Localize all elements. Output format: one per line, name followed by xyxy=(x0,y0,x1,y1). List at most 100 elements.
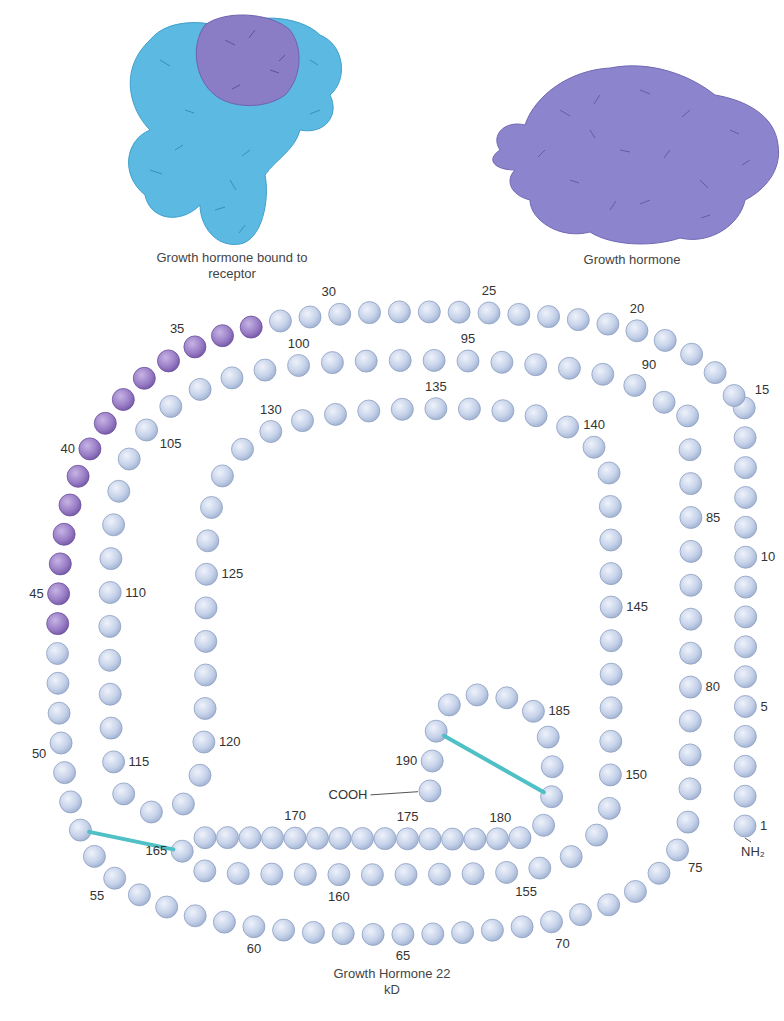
amino-acid-bead xyxy=(598,894,620,916)
amino-acid-bead xyxy=(680,540,702,562)
residue-number: 110 xyxy=(125,586,146,600)
residue-number: 190 xyxy=(396,754,418,768)
amino-acid-bead xyxy=(99,649,121,671)
surface-texture xyxy=(538,90,750,218)
amino-acid-bead xyxy=(734,696,756,718)
residue-number: 1 xyxy=(760,819,767,833)
amino-acid-bead xyxy=(54,762,76,784)
amino-acid-bead xyxy=(522,700,544,722)
residue-number: 35 xyxy=(170,322,184,336)
amino-acid-bead xyxy=(558,357,580,379)
amino-acid-bead xyxy=(292,410,314,432)
amino-acid-bead xyxy=(232,438,254,460)
amino-acid-bead xyxy=(492,400,514,422)
amino-acid-bead xyxy=(600,563,622,585)
amino-acid-bead xyxy=(481,919,503,941)
amino-acid-bead xyxy=(419,828,441,850)
amino-acid-bead xyxy=(67,465,89,487)
amino-acid-bead xyxy=(374,828,396,850)
amino-acid-bead xyxy=(537,726,559,748)
amino-acid-bead xyxy=(422,923,444,945)
amino-acid-bead xyxy=(302,921,324,943)
residue-number: 150 xyxy=(625,768,647,782)
amino-acid-bead xyxy=(47,643,69,665)
amino-acid-bead xyxy=(680,676,702,698)
leader-line xyxy=(745,838,751,842)
residue-number: 165 xyxy=(146,844,168,858)
residue-number: 90 xyxy=(642,358,656,372)
amino-acid-bead xyxy=(541,911,563,933)
amino-acid-bead xyxy=(158,350,180,372)
amino-acid-bead xyxy=(624,374,646,396)
amino-acid-bead xyxy=(193,731,215,753)
amino-acid-bead xyxy=(648,862,670,884)
amino-acid-bead xyxy=(184,905,206,927)
amino-acid-bead xyxy=(734,725,756,747)
amino-acid-bead xyxy=(156,896,178,918)
amino-acid-bead xyxy=(171,840,193,862)
protein-surface xyxy=(196,15,299,106)
amino-acid-bead xyxy=(723,385,745,407)
residue-number: 125 xyxy=(222,567,244,581)
amino-acid-bead xyxy=(388,301,410,323)
amino-acid-bead xyxy=(533,814,555,836)
receptor-complex xyxy=(129,15,342,244)
disulfide-bond xyxy=(444,736,544,793)
amino-acid-bead xyxy=(680,574,702,596)
amino-acid-bead xyxy=(704,362,726,384)
amino-acid-bead xyxy=(525,354,547,376)
amino-acid-bead xyxy=(288,355,310,377)
amino-acid-bead xyxy=(389,350,411,372)
residue-number: 85 xyxy=(706,511,720,525)
amino-acid-bead xyxy=(201,497,223,519)
amino-acid-bead xyxy=(325,403,347,425)
amino-acid-bead xyxy=(103,751,125,773)
amino-acid-bead xyxy=(508,303,530,325)
amino-acid-bead xyxy=(734,785,756,807)
amino-acid-bead xyxy=(600,663,622,685)
amino-acid-bead xyxy=(600,630,622,652)
amino-acid-bead xyxy=(677,811,699,833)
residue-number: 95 xyxy=(461,332,475,346)
amino-acid-bead xyxy=(189,378,211,400)
amino-acid-bead xyxy=(667,839,689,861)
amino-acid-bead xyxy=(294,863,316,885)
amino-acid-bead xyxy=(352,828,374,850)
residue-number: 55 xyxy=(90,889,104,903)
amino-acid-bead xyxy=(118,448,140,470)
amino-acid-bead xyxy=(557,416,579,438)
growth-hormone-molecule xyxy=(493,66,779,244)
residue-number: 100 xyxy=(288,337,310,351)
amino-acid-bead xyxy=(79,438,101,460)
amino-acid-bead xyxy=(592,363,614,385)
diagram-caption: Growth Hormone 22 kD xyxy=(332,966,452,998)
amino-acid-bead xyxy=(136,419,158,441)
amino-acid-chain xyxy=(47,301,757,946)
amino-acid-bead xyxy=(560,846,582,868)
amino-acid-bead xyxy=(597,313,619,335)
residue-number: 185 xyxy=(548,704,570,718)
residue-number: 75 xyxy=(688,861,702,875)
protein-surface xyxy=(493,66,779,244)
amino-acid-bead xyxy=(457,350,479,372)
amino-acid-bead xyxy=(425,398,447,420)
amino-acid-bead xyxy=(599,764,621,786)
amino-acid-bead xyxy=(227,863,249,885)
amino-acid-bead xyxy=(243,916,265,938)
amino-acid-bead xyxy=(261,863,283,885)
amino-acid-bead xyxy=(361,864,383,886)
amino-acid-bead xyxy=(160,395,182,417)
amino-acid-bead xyxy=(328,864,350,886)
amino-acid-bead xyxy=(466,684,488,706)
residue-number: 130 xyxy=(260,403,282,417)
amino-acid-bead xyxy=(509,827,531,849)
residue-number: 30 xyxy=(322,285,336,299)
amino-acid-bead xyxy=(734,755,756,777)
amino-acid-bead xyxy=(359,302,381,324)
amino-acid-bead xyxy=(624,881,646,903)
amino-acid-bead xyxy=(196,563,218,585)
residue-number: 170 xyxy=(284,809,306,823)
amino-acid-bead xyxy=(735,666,757,688)
amino-acid-bead xyxy=(425,720,447,742)
